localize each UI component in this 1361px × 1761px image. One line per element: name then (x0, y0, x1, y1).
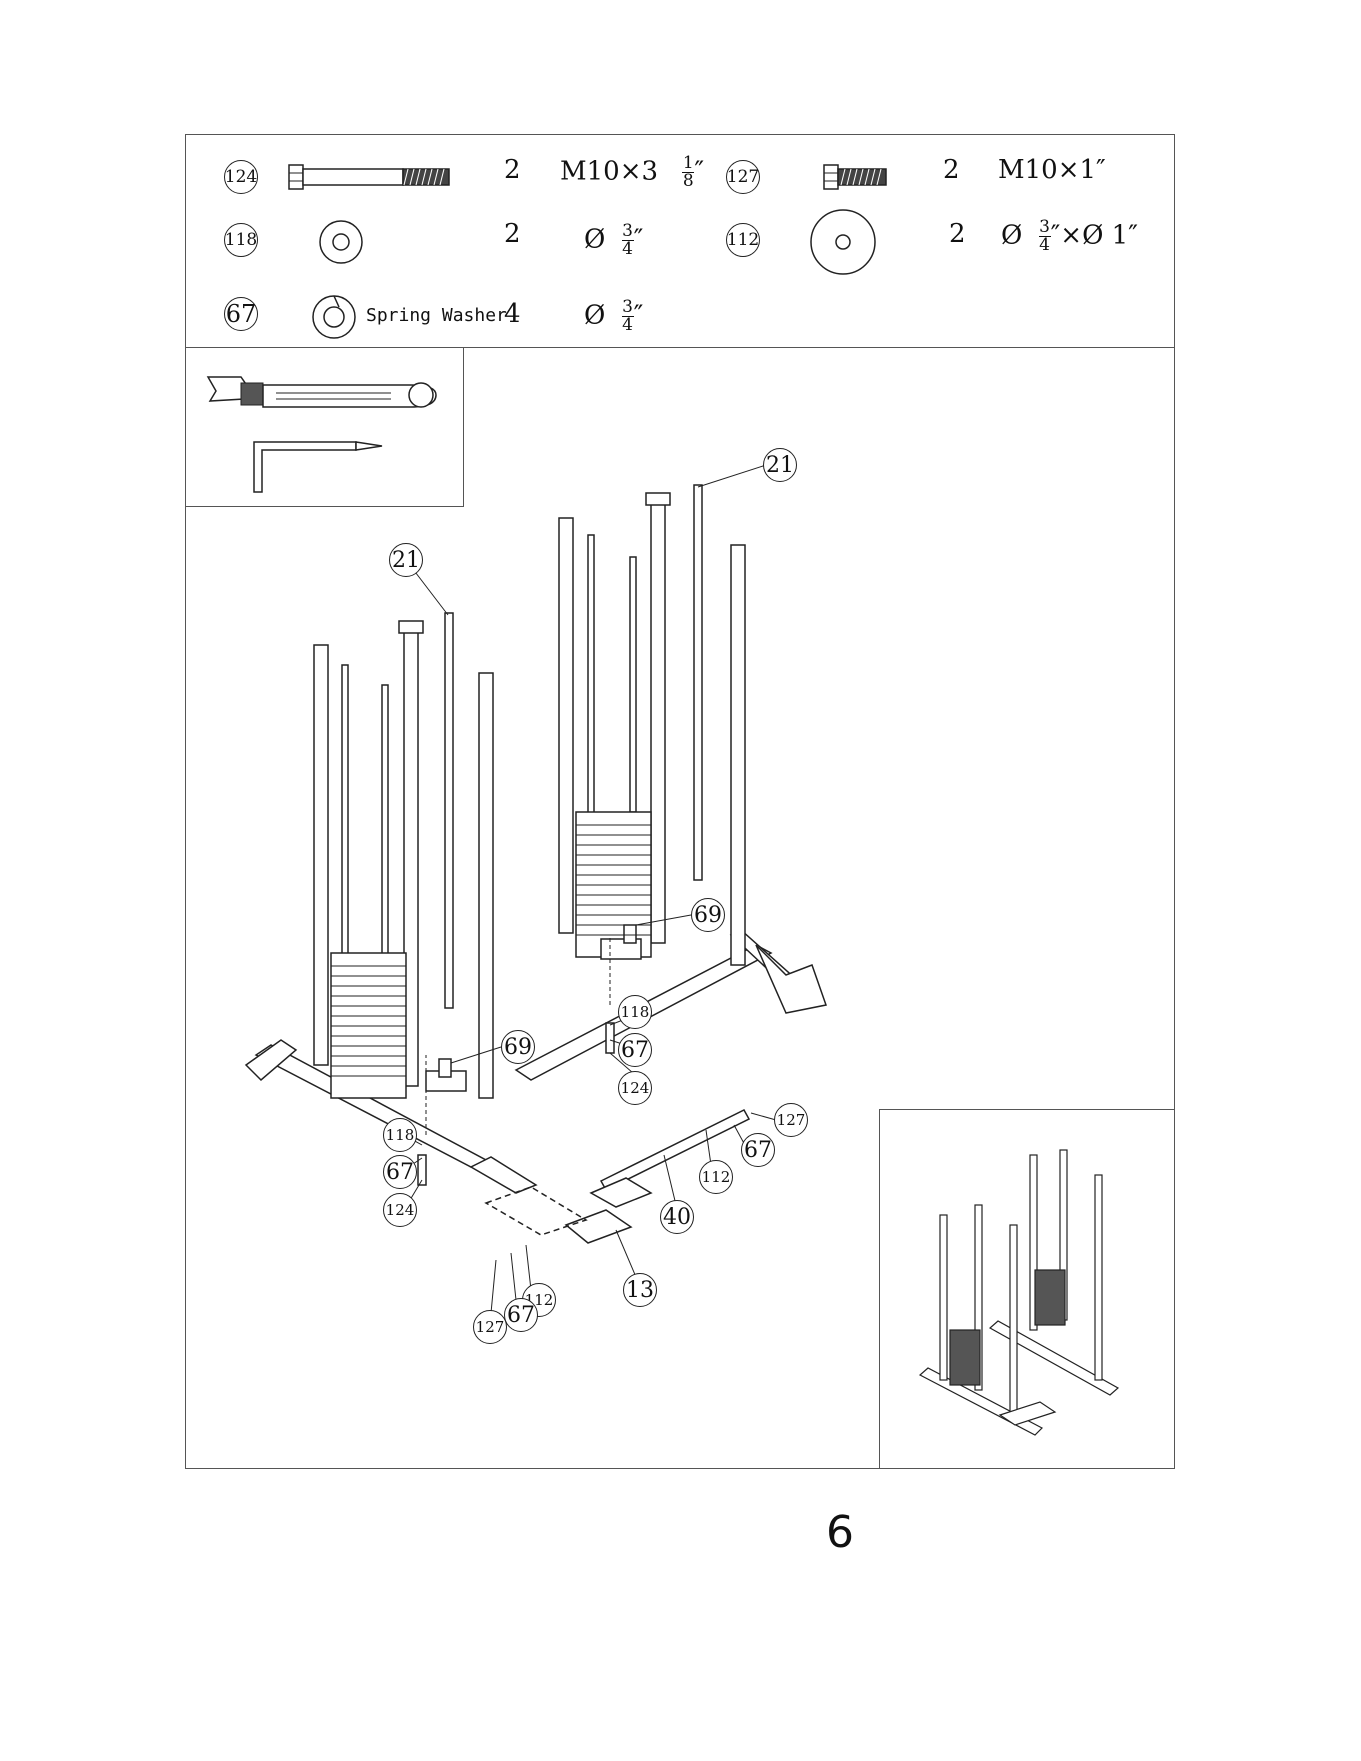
hex-bolt-icon (286, 157, 486, 197)
spec-diameter: Ø (584, 225, 605, 255)
frac-num: 3 (1039, 219, 1050, 236)
back-foot-plate (756, 945, 826, 1013)
callout-13: 13 (623, 1273, 657, 1307)
back-upright-cap (646, 493, 670, 505)
part-qty-124: 2 (504, 155, 521, 185)
frac-num: 1 (683, 155, 694, 172)
back-upright-1 (559, 518, 573, 933)
callout-118-back: 118 (618, 995, 652, 1029)
spec-diameter: Ø (584, 301, 605, 331)
callout-69-front: 69 (501, 1030, 535, 1064)
spec-diameter: Ø (1001, 221, 1022, 251)
front-base-rail (256, 1045, 486, 1167)
front-foot-plate (471, 1157, 536, 1193)
step-number: 6 (826, 1507, 854, 1558)
front-upright-cap (399, 621, 423, 633)
callout-124-back: 124 (618, 1071, 652, 1105)
tools-panel (186, 347, 464, 507)
callout-21-back: 21 (763, 448, 797, 482)
spec-suffix: ″ (694, 157, 704, 187)
front-upright-2 (404, 631, 418, 1086)
spec-suffix: ″×Ø 1″ (1051, 221, 1138, 251)
hex-bolt-icon (821, 157, 921, 197)
part-id-67: 67 (224, 297, 258, 331)
bolt-124a (418, 1155, 426, 1185)
bolt-124b (606, 1023, 614, 1053)
spring-washer-icon (309, 292, 359, 342)
back-guide-rod-1 (588, 535, 594, 820)
front-bushing-69 (439, 1059, 451, 1077)
callout-67-back: 67 (618, 1033, 652, 1067)
part-qty-67: 4 (504, 299, 521, 329)
back-weight-stack (576, 812, 651, 957)
front-upright-3 (479, 673, 493, 1098)
foot-plate-outline (486, 1187, 586, 1235)
frac-den: 4 (1039, 237, 1050, 254)
part-id-127: 127 (726, 160, 760, 194)
front-upright-1 (314, 645, 328, 1065)
front-weight-stack (331, 953, 406, 1098)
part-qty-118: 2 (504, 219, 521, 249)
frac-den: 8 (683, 173, 694, 190)
callout-127-left: 127 (473, 1310, 507, 1344)
front-base-foot (246, 1040, 296, 1080)
spec-suffix: ″ (634, 301, 644, 331)
part-id-124: 124 (224, 160, 258, 194)
washer-icon (803, 202, 883, 282)
back-rod-21 (694, 485, 702, 880)
foot-plate-13a (566, 1210, 631, 1243)
front-selector-block (426, 1071, 466, 1091)
allen-key-icon (186, 347, 462, 505)
completed-assembly-drawing (880, 1110, 1173, 1467)
back-guide-rod-2 (630, 557, 636, 812)
frac-num: 3 (622, 299, 633, 316)
part-spec-127: M10×1″ (998, 155, 1106, 185)
callout-118-front: 118 (383, 1118, 417, 1152)
part-label-67: Spring Washer (366, 305, 507, 326)
callout-40: 40 (660, 1200, 694, 1234)
part-qty-127: 2 (943, 155, 960, 185)
frac-den: 4 (622, 317, 633, 334)
back-bushing-69 (624, 925, 636, 943)
washer-icon (311, 212, 371, 272)
callout-21-front: 21 (389, 543, 423, 577)
back-selector-block (601, 939, 641, 959)
callout-127-right: 127 (774, 1103, 808, 1137)
front-rod-21 (445, 613, 453, 1008)
back-upright-2 (651, 503, 665, 943)
back-upright-3 (731, 545, 745, 965)
callout-112-right: 112 (699, 1160, 733, 1194)
front-guide-rod-1 (342, 665, 348, 965)
completed-assembly-inset (879, 1109, 1174, 1468)
callout-67-right: 67 (741, 1133, 775, 1167)
part-qty-112: 2 (949, 219, 966, 249)
callout-124-front: 124 (383, 1193, 417, 1227)
frac-den: 4 (622, 241, 633, 258)
callout-67-left: 67 (504, 1298, 538, 1332)
part-id-118: 118 (224, 223, 258, 257)
spec-suffix: ″ (634, 225, 644, 255)
spec-main: M10×3 (560, 157, 658, 187)
foot-plate-13b (591, 1178, 651, 1207)
frac-num: 3 (622, 223, 633, 240)
callout-69-back: 69 (691, 898, 725, 932)
callout-67-front: 67 (383, 1155, 417, 1189)
back-base-foot (731, 930, 816, 1005)
part-id-112: 112 (726, 223, 760, 257)
front-guide-rod-2 (382, 685, 388, 970)
